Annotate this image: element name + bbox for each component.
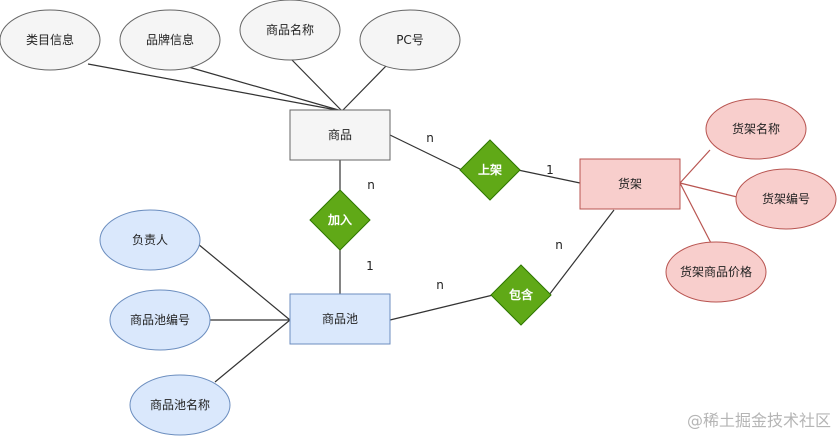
connector-shelf-shelfprice (679, 182, 713, 246)
attribute-shelf-no: 货架编号 (735, 168, 837, 230)
connector-goodsname-goods (291, 59, 343, 112)
entity-pool-label: 商品池 (322, 311, 358, 326)
connector-owner-pool (197, 243, 291, 321)
relation-contain-label: 包含 (508, 287, 534, 302)
entity-goods-label: 商品 (328, 127, 352, 142)
entity-shelf-label: 货架 (618, 176, 642, 191)
attribute-pool-name-label: 商品池名称 (150, 397, 210, 412)
relation-list-on-shelf-label: 上架 (478, 162, 502, 177)
attribute-pool-name: 商品池名称 (129, 374, 231, 436)
connector-shelf-shelfname (679, 149, 711, 184)
cardinality-pool-contain-pool: n (436, 278, 444, 292)
attribute-goods-name-label: 商品名称 (266, 22, 314, 37)
attribute-shelf-goods-price-label: 货架商品价格 (680, 264, 752, 279)
cardinality-goods-shelf-shelf: 1 (546, 163, 554, 177)
relation-list-on-shelf: 上架 (459, 139, 521, 201)
cardinality-goods-join-pool: 1 (366, 259, 374, 273)
connector-contain-shelf (548, 209, 615, 296)
connectors (87, 59, 615, 383)
cardinality-goods-shelf-goods: n (426, 131, 434, 145)
attribute-category-info-label: 类目信息 (26, 32, 74, 47)
attribute-category-info: 类目信息 (0, 9, 101, 71)
entity-goods: 商品 (289, 109, 391, 161)
watermark: @稀土掘金技术社区 (687, 411, 831, 430)
cardinality-pool-contain-shelf: n (555, 238, 563, 252)
attribute-shelf-name-label: 货架名称 (732, 121, 780, 136)
attribute-pc-no-label: PC号 (396, 33, 424, 47)
connector-pcno-goods (341, 63, 389, 112)
attribute-shelf-name: 货架名称 (705, 98, 807, 160)
attribute-pool-no-label: 商品池编号 (130, 312, 190, 327)
attribute-pc-no: PC号 (359, 9, 461, 71)
attribute-brand-info-label: 品牌信息 (146, 32, 194, 47)
attribute-owner: 负责人 (99, 209, 201, 271)
entity-pool: 商品池 (289, 293, 391, 345)
relation-join: 加入 (309, 189, 371, 251)
attribute-shelf-no-label: 货架编号 (762, 191, 810, 206)
attribute-shelf-goods-price: 货架商品价格 (665, 241, 767, 303)
attribute-pool-no: 商品池编号 (109, 289, 211, 351)
connector-shelf-shelfno (679, 182, 738, 198)
connector-poolname-pool (214, 319, 291, 383)
connector-listshelf-shelf (517, 169, 581, 184)
entity-shelf: 货架 (579, 158, 681, 210)
shelf-connectors (679, 149, 738, 246)
cardinality-goods-join-goods: n (367, 178, 375, 192)
relation-join-label: 加入 (327, 212, 352, 227)
connector-goods-listshelf (389, 134, 463, 171)
attribute-owner-label: 负责人 (132, 233, 168, 247)
connector-pool-contain (389, 294, 494, 321)
attribute-brand-info: 品牌信息 (119, 9, 221, 71)
attribute-goods-name: 商品名称 (239, 0, 341, 61)
connector-category-goods (87, 63, 343, 112)
connector-brand-goods (184, 65, 343, 112)
relation-contain: 包含 (490, 264, 552, 326)
